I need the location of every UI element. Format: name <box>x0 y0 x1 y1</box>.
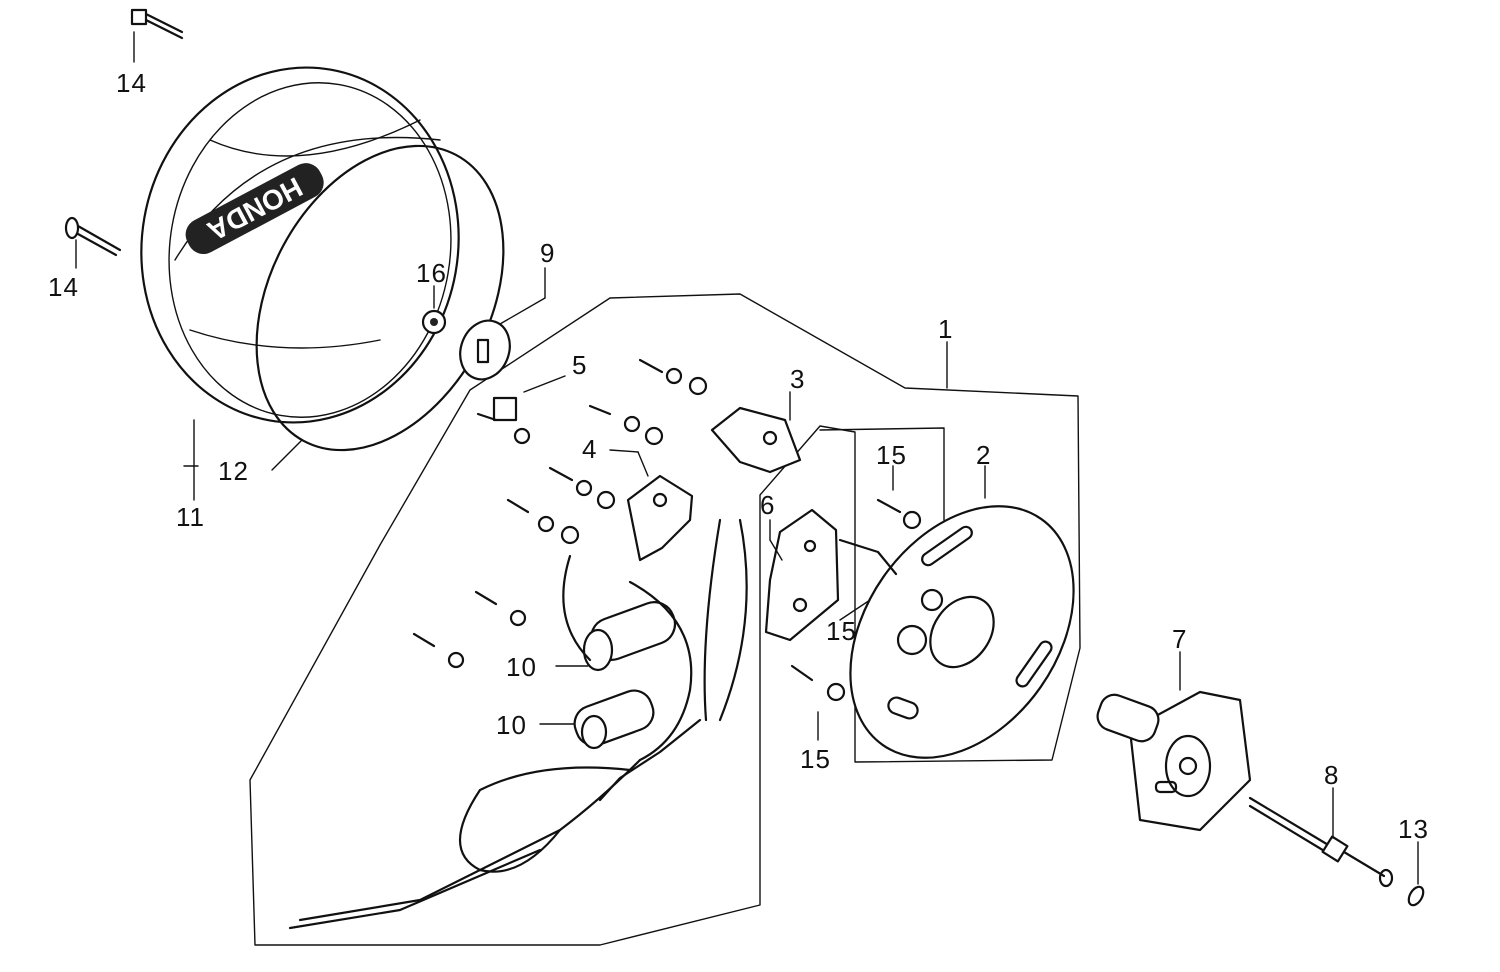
nut-16 <box>421 309 447 335</box>
callout-12: 12 <box>218 456 249 486</box>
shaft-8 <box>1248 796 1394 888</box>
contact-breaker-4 <box>626 474 694 562</box>
advance-unit <box>1096 690 1252 832</box>
callout-5: 5 <box>572 350 587 380</box>
callout-labels: 14 14 16 9 5 3 4 1 15 2 6 15 15 10 10 12… <box>48 68 1429 844</box>
leader-lines <box>75 31 1419 885</box>
screw-left <box>64 216 122 257</box>
cap-9 <box>459 319 511 381</box>
callout-6: 6 <box>760 490 775 520</box>
base-plate <box>849 505 1075 759</box>
callout-15-lower: 15 <box>800 744 831 774</box>
callout-8: 8 <box>1324 760 1339 790</box>
condenser-upper <box>582 601 677 672</box>
callout-7: 7 <box>1172 624 1187 654</box>
callout-14-left: 14 <box>48 272 79 302</box>
o-ring-13 <box>1407 885 1425 907</box>
contact-breaker-3 <box>710 406 802 474</box>
callout-2: 2 <box>976 440 991 470</box>
callout-11: 11 <box>176 502 205 532</box>
gasket-ring <box>255 144 505 452</box>
callout-4: 4 <box>582 434 597 464</box>
callout-3: 3 <box>790 364 805 394</box>
subgroup-outline <box>819 427 945 521</box>
callout-14-top: 14 <box>116 68 147 98</box>
callout-10-lower: 10 <box>496 710 527 740</box>
governor-plate <box>764 508 898 642</box>
screw-top <box>130 8 184 40</box>
callout-16: 16 <box>416 258 447 288</box>
callout-15-middle: 15 <box>826 616 857 646</box>
callout-13: 13 <box>1398 814 1429 844</box>
callout-15-upper: 15 <box>876 440 907 470</box>
screws-washers <box>412 358 922 702</box>
callout-1: 1 <box>938 314 953 344</box>
headlight-shell: HONDA <box>140 66 460 424</box>
callout-10-upper: 10 <box>506 652 537 682</box>
condenser-lower <box>573 689 655 750</box>
callout-9: 9 <box>540 238 555 268</box>
wiring <box>288 518 748 930</box>
assembly-group-outline <box>249 293 1081 946</box>
